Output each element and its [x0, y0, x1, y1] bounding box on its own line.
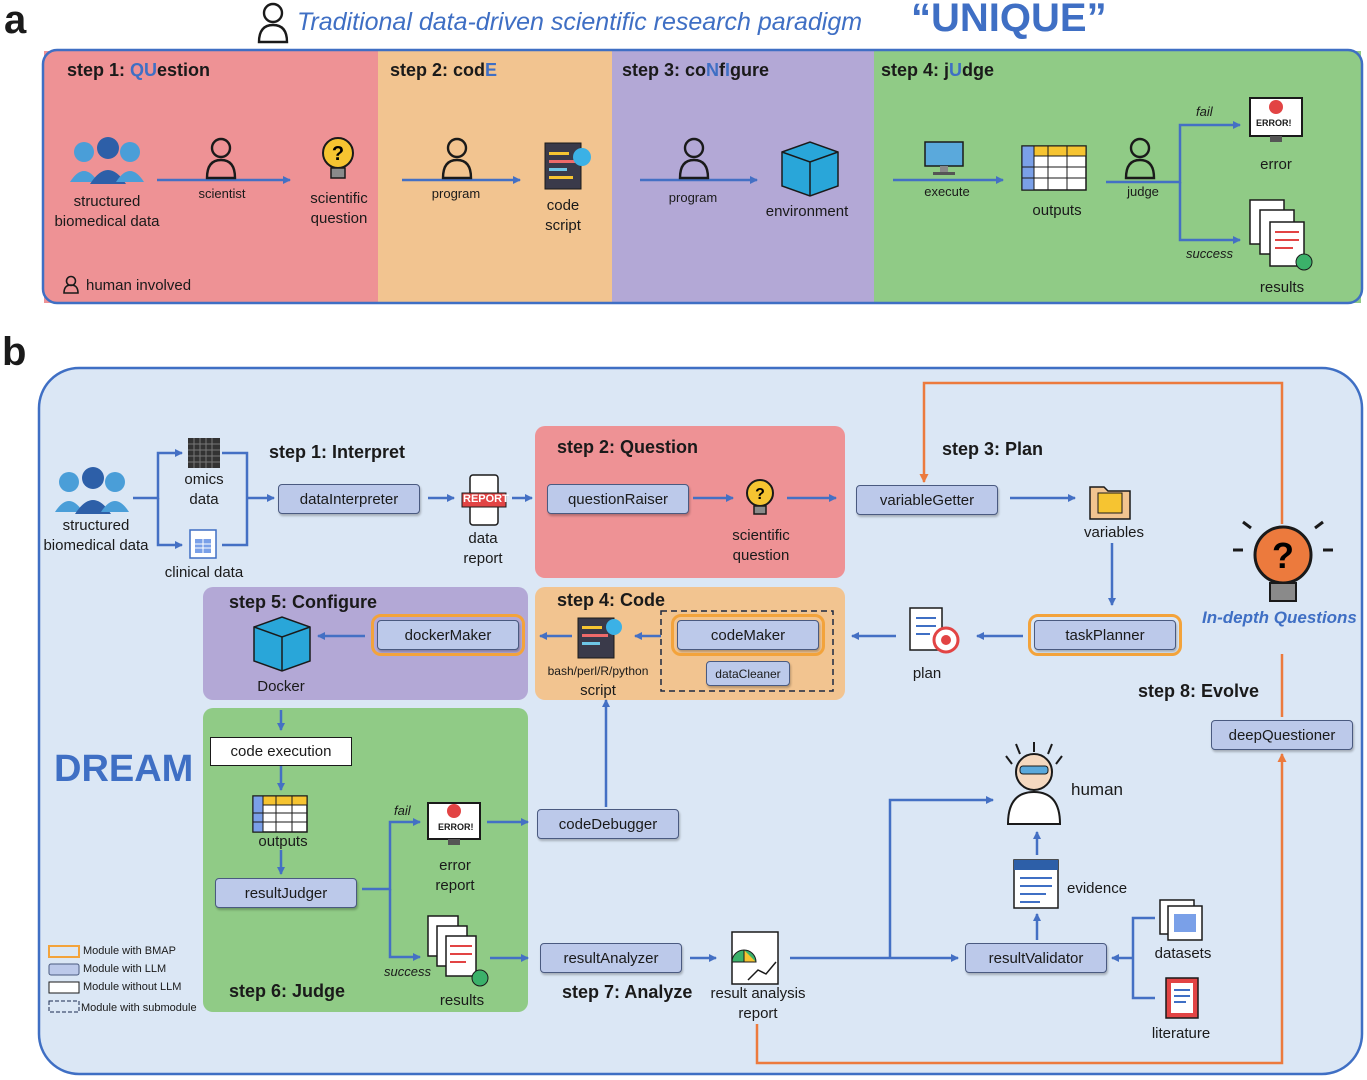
resultvalidator-module: resultValidator	[965, 943, 1107, 973]
b-results-label: results	[439, 992, 485, 1009]
a-outputs-label: outputs	[1032, 202, 1082, 219]
dream-label: DREAM	[54, 748, 194, 790]
datacleaner-submodule: dataCleaner	[706, 661, 790, 686]
svg-text:?: ?	[1272, 535, 1294, 576]
legend-bmap: Module with BMAP	[83, 945, 176, 957]
b-step3-title: step 3: Plan	[942, 439, 1044, 459]
b-success-label: success	[384, 964, 431, 979]
a-success-label: success	[1186, 246, 1233, 261]
b-step5-title: step 5: Configure	[229, 592, 378, 612]
b-fail-label: fail	[394, 803, 411, 818]
svg-text:?: ?	[755, 486, 765, 503]
step5-region	[203, 587, 528, 700]
clinical-data-label: clinical data	[164, 564, 244, 581]
b-error-icon-text: ERROR!	[438, 822, 474, 832]
questionraiser-module: questionRaiser	[547, 484, 689, 514]
a-step3-title: step 3: coNfIgure	[622, 60, 770, 80]
b-step1-title: step 1: Interpret	[269, 442, 406, 462]
a-execute-label: execute	[924, 184, 970, 199]
in-depth-questions-label: In-depth Questions	[1202, 608, 1357, 627]
a-program1-label: program	[431, 186, 481, 201]
human-involved-label: human involved	[86, 277, 192, 294]
b-script-label: script	[580, 682, 616, 699]
b-step7-title: step 7: Analyze	[562, 982, 693, 1002]
codemaker-module: codeMaker	[671, 614, 825, 656]
dockermaker-module: dockerMaker	[371, 614, 525, 656]
a-program2-label: program	[668, 190, 718, 205]
human-label: human	[1071, 780, 1123, 799]
variables-label: variables	[1083, 524, 1145, 541]
a-scientist-label: scientist	[198, 186, 246, 201]
a-step4-title: step 4: jUdge	[881, 60, 995, 80]
a-judge-label: judge	[1127, 184, 1159, 199]
a-results-label: results	[1259, 279, 1305, 296]
panel-b-letter: b	[2, 330, 27, 374]
b-outputs-label: outputs	[258, 833, 308, 850]
plan-label: plan	[912, 665, 942, 682]
variablegetter-module: variableGetter	[856, 485, 998, 515]
resultjudger-module: resultJudger	[215, 878, 357, 908]
a-step2-title: step 2: codE	[390, 60, 498, 80]
a-error-icon-text: ERROR!	[1256, 118, 1292, 128]
panel-a-frame	[41, 48, 1364, 305]
b-step4-title: step 4: Code	[557, 590, 666, 610]
step2-region	[535, 426, 845, 578]
unique-acronym: “UNIQUE”	[911, 0, 1107, 40]
datasets-label: datasets	[1154, 945, 1212, 962]
code-execution-module: code execution	[210, 737, 352, 766]
people-group-icon-b	[55, 467, 129, 514]
b-step2-title: step 2: Question	[557, 437, 699, 457]
lightbulb-icon: ?	[322, 137, 354, 179]
taskplanner-module: taskPlanner	[1028, 614, 1182, 656]
a-environment-label: environment	[765, 203, 849, 220]
people-group-icon	[70, 137, 144, 184]
bash-label: bash/perl/R/python	[547, 664, 649, 678]
literature-label: literature	[1151, 1025, 1211, 1042]
legend-no-llm: Module without LLM	[83, 981, 182, 993]
a-fail-label: fail	[1196, 104, 1213, 119]
deepquestioner-module: deepQuestioner	[1211, 720, 1353, 750]
b-step6-title: step 6: Judge	[229, 981, 346, 1001]
panel-a-letter: a	[4, 0, 27, 42]
resultanalyzer-module: resultAnalyzer	[540, 943, 682, 973]
b-step8-title: step 8: Evolve	[1138, 681, 1260, 701]
paradigm-title: Traditional data-driven scientific resea…	[297, 8, 863, 36]
evidence-label: evidence	[1067, 880, 1128, 897]
a-step1-title: step 1: QUestion	[67, 60, 211, 80]
legend-llm: Module with LLM	[83, 963, 167, 975]
svg-text:?: ?	[332, 143, 344, 165]
datainterpreter-module: dataInterpreter	[278, 484, 420, 514]
a-error-label: error	[1260, 156, 1292, 173]
legend-submodule: Module with submodule	[81, 1002, 197, 1014]
codedebugger-module: codeDebugger	[537, 809, 679, 839]
report-icon-text: REPORT	[463, 493, 509, 505]
docker-label: Docker	[257, 678, 305, 695]
